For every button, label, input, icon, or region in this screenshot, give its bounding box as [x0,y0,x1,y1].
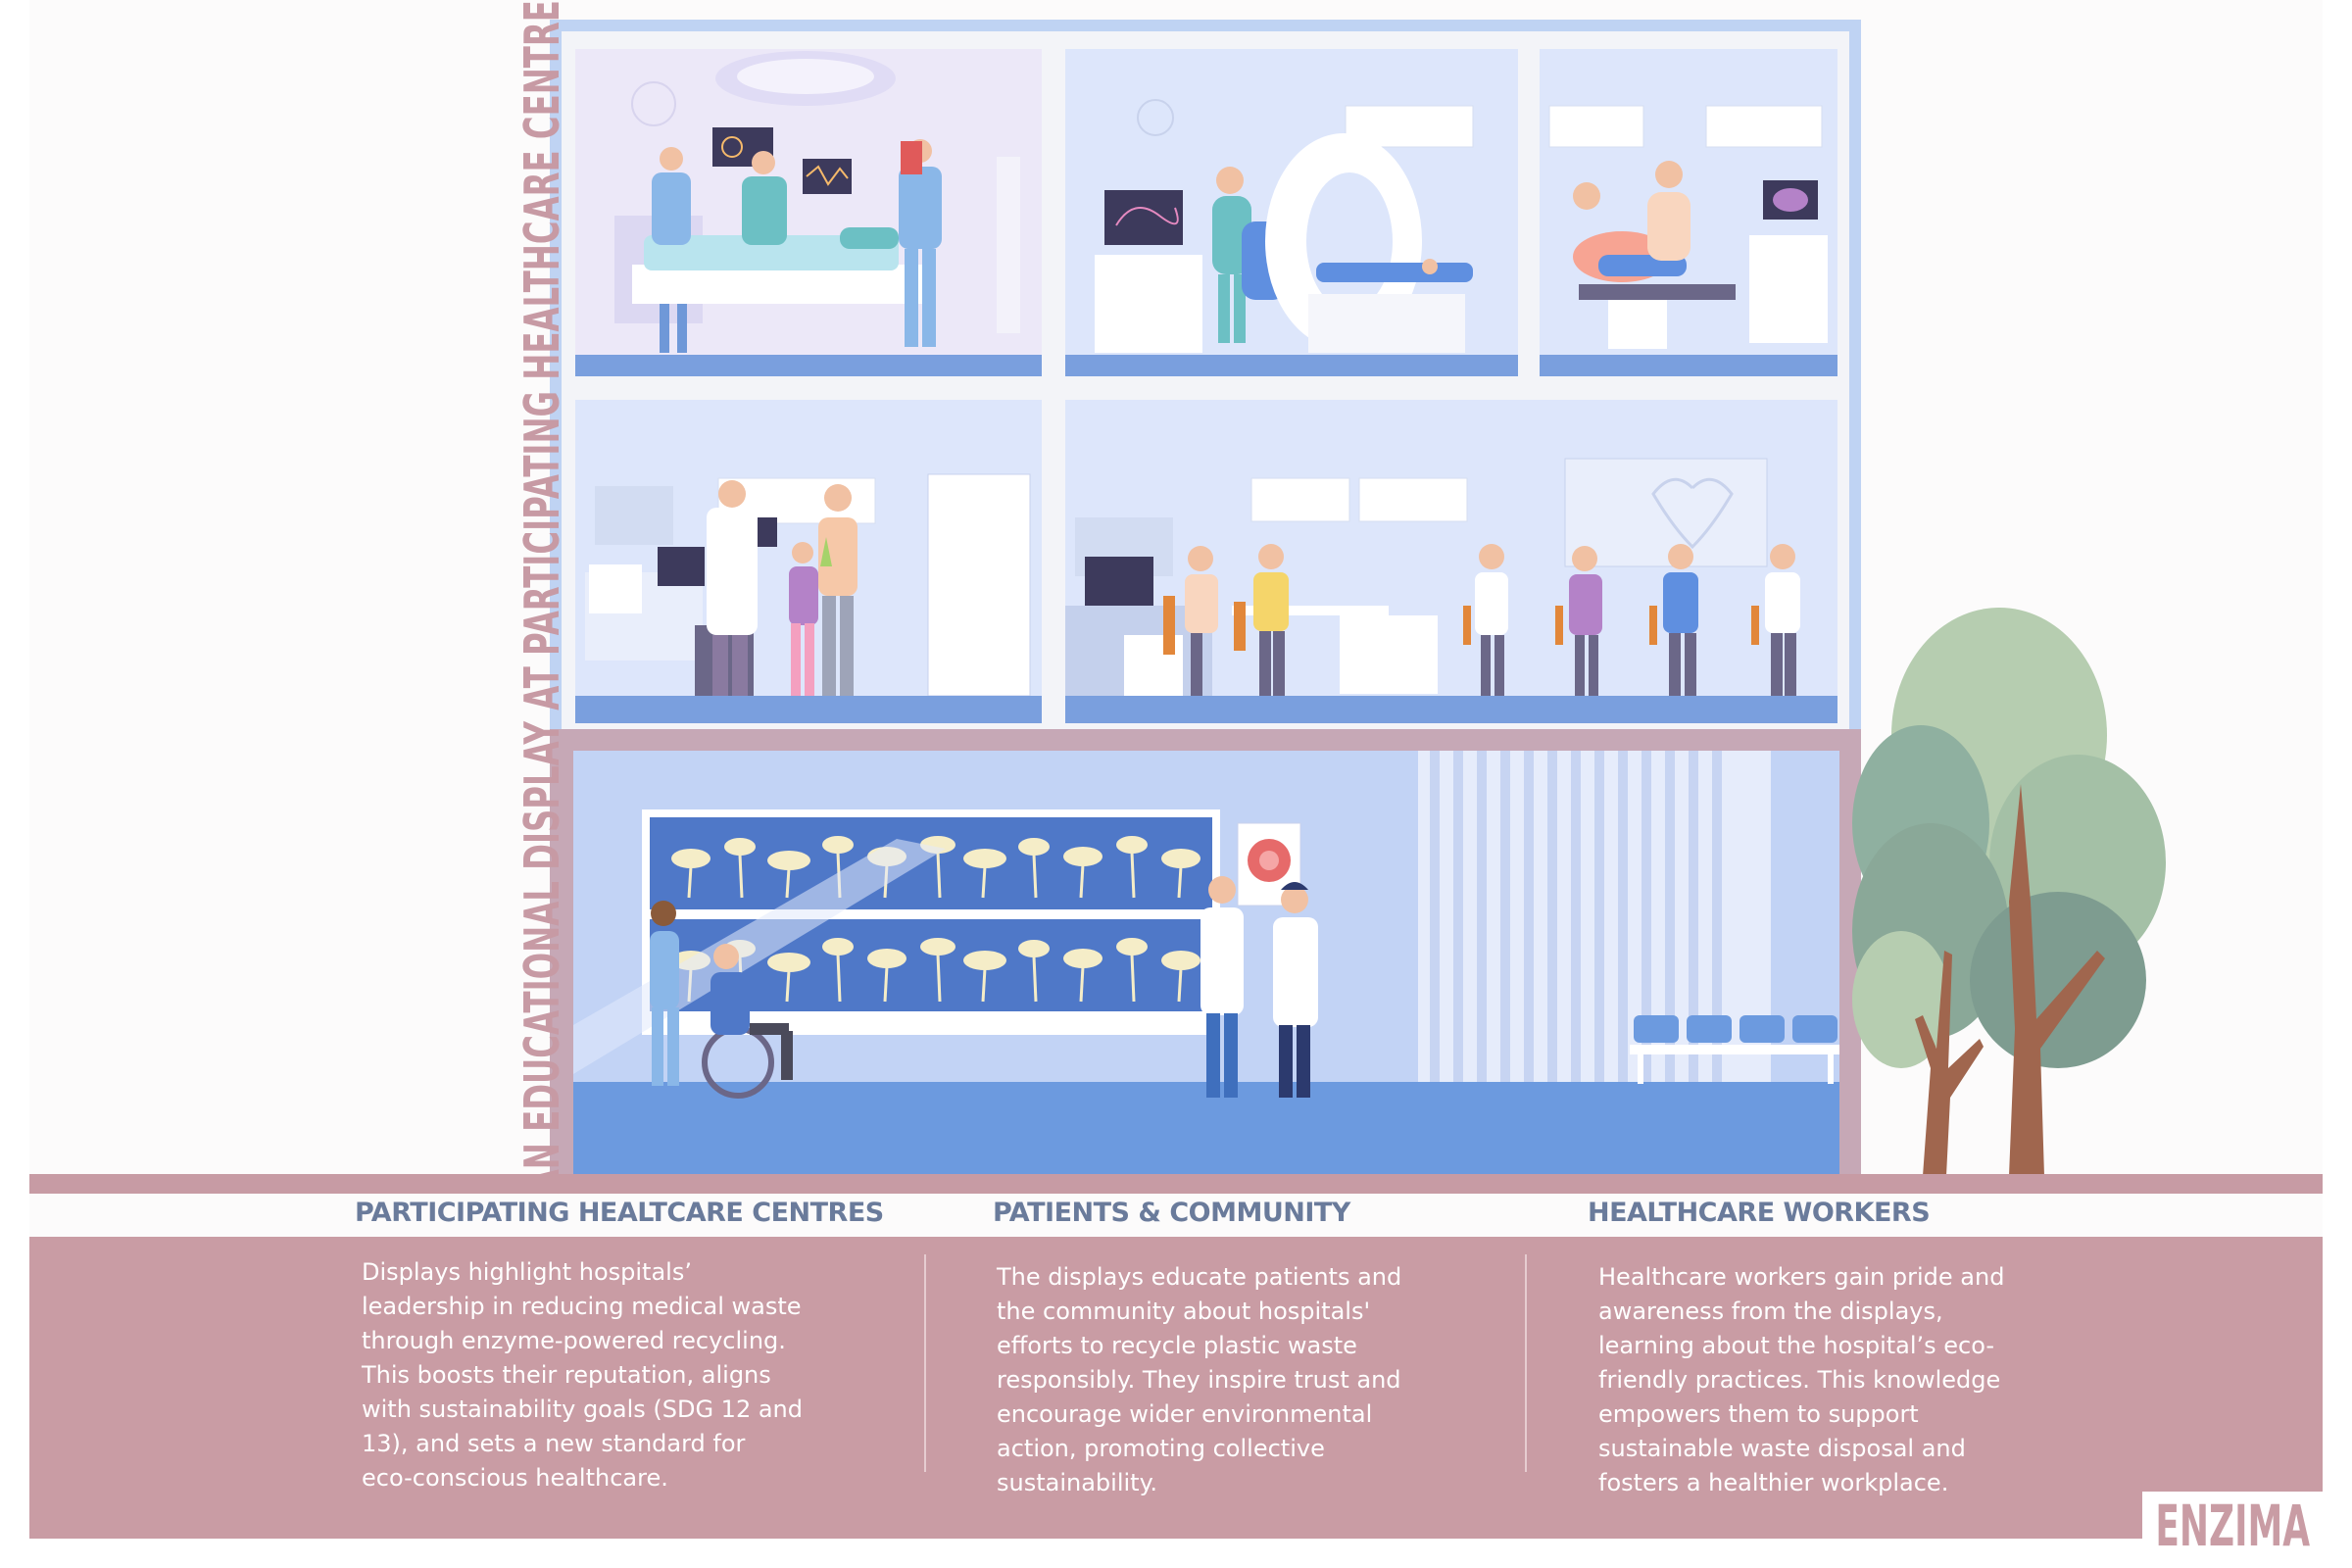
body-line: eco-conscious healthcare. [362,1464,668,1492]
room-floor [1065,696,1838,723]
tree-illustration [1842,578,2176,1178]
body-line: The displays educate patients and [997,1263,1402,1291]
section-body-healthcare-workers: Healthcare workers gain pride and awaren… [1598,1260,2004,1500]
section-body-participating-centres: Displays highlight hospitals’ leadership… [362,1255,803,1495]
section-heading-patients-community: PATIENTS & COMMUNITY [993,1198,1350,1228]
lobby-mushroom-display-illustration [573,751,1839,1174]
section-heading-participating-centres: PARTICIPATING HEALTCARE CENTRES [355,1198,884,1228]
body-line: sustainability. [997,1469,1157,1496]
section-body-patients-community: The displays educate patients and the co… [997,1260,1401,1500]
body-line: sustainable waste disposal and [1598,1435,1966,1462]
body-line: learning about the hospital’s eco- [1598,1332,1995,1359]
body-line: through enzyme-powered recycling. [362,1327,786,1354]
body-line: leadership in reducing medical waste [362,1293,802,1320]
consultation-room-illustration [575,400,1042,723]
room-floor [575,696,1042,723]
hospital-building-illustration [550,20,1861,1192]
vertical-title: AN EDUCATIONAL DISPLAY AT PARTICIPATING … [514,0,570,1195]
info-panel [29,1237,2323,1539]
body-line: fosters a healthier workplace. [1598,1469,1949,1496]
body-line: empowers them to support [1598,1400,1919,1428]
waiting-room-illustration [1065,400,1838,723]
body-line: efforts to recycle plastic waste [997,1332,1357,1359]
enzima-logo: ENZIMA [2155,1493,2310,1559]
body-line: with sustainability goals (SDG 12 and [362,1396,803,1423]
body-line: Displays highlight hospitals’ [362,1258,692,1286]
body-line: Healthcare workers gain pride and [1598,1263,2005,1291]
body-line: responsibly. They inspire trust and [997,1366,1401,1394]
mri-scan-illustration [1065,49,1518,376]
ultrasound-illustration [1540,49,1838,376]
operating-room-illustration [575,49,1042,376]
ground-strip [29,1174,2323,1194]
body-line: 13), and sets a new standard for [362,1430,746,1457]
room-floor [575,355,1042,376]
body-line: awareness from the displays, [1598,1298,1943,1325]
section-heading-healthcare-workers: HEALTHCARE WORKERS [1588,1198,1931,1228]
body-line: This boosts their reputation, aligns [362,1361,771,1389]
logo-box [2142,1492,2323,1560]
body-line: the community about hospitals' [997,1298,1371,1325]
body-line: encourage wider environmental [997,1400,1373,1428]
body-line: action, promoting collective [997,1435,1325,1462]
room-floor [1540,355,1838,376]
column-divider [1525,1254,1527,1472]
room-floor [1065,355,1518,376]
column-divider [924,1254,926,1472]
body-line: friendly practices. This knowledge [1598,1366,2001,1394]
